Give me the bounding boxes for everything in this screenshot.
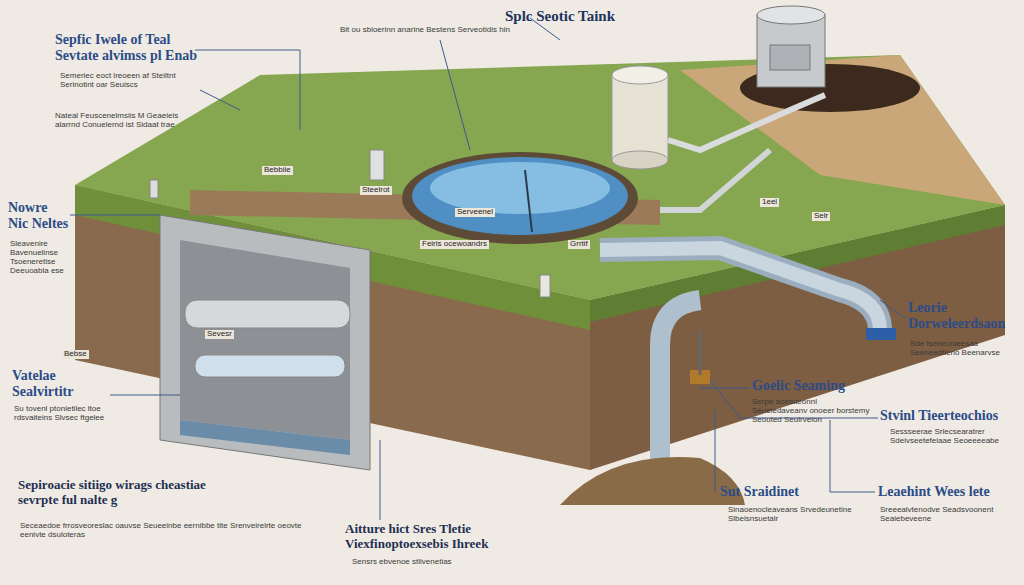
part-label: 1eel <box>760 198 779 207</box>
callout-heading: Sepfic Iwele of Teal Sevtate alvimss pl … <box>55 32 205 63</box>
tank-rim <box>402 152 638 244</box>
tank-water <box>412 157 628 235</box>
part-label: Serveenel <box>455 208 495 217</box>
chamber-interior <box>180 240 350 440</box>
leader-line <box>715 410 716 492</box>
chamber-pipe <box>185 300 350 328</box>
post <box>370 150 384 180</box>
leader-line <box>880 300 905 318</box>
callout-body: Seceaedoe frrosveoreslac oauvse Seueeinb… <box>20 522 320 540</box>
callout-body: Serpe aoesueonnl Seueiedaveanv onoeer bo… <box>752 398 870 425</box>
part-label: Selr <box>812 212 830 221</box>
callout-body: Nateal Feuscenelmsiis M Geaeieis alarrnd… <box>55 112 185 130</box>
part-label: Bebbiie <box>262 166 293 175</box>
callout-heading: Sut Sraidinet <box>720 484 860 500</box>
tank-probe <box>525 170 532 232</box>
callout-heading: Stvinl Tieerteochios <box>880 408 1018 424</box>
callout-heading: Leaehint Wees lete <box>878 484 1018 500</box>
grey-tank <box>757 15 825 87</box>
main-pipe <box>600 248 880 330</box>
concrete-chamber <box>160 215 370 470</box>
callout-body: Sinaoenocleaveans Srvedeunetine Slbeisns… <box>728 506 863 524</box>
chamber-water <box>180 420 350 455</box>
grey-tank-top <box>757 6 825 24</box>
tank-water-highlight <box>430 162 610 214</box>
cream-tank <box>612 75 668 160</box>
cream-tank-base <box>612 151 668 169</box>
cream-tank-top <box>612 66 668 84</box>
part-label: Steelrot <box>360 186 392 195</box>
callout-body: Sessseerae Srlecsearatrer Sdeivseetefeia… <box>890 428 1015 446</box>
diagram-title: Splc Seotic Taink <box>505 8 615 25</box>
callout-body: Bit ou sbioerinn anarine Bestens Serveot… <box>340 26 510 35</box>
part-label: Bebse <box>62 350 89 359</box>
callout-body: Sensrs ebvenoe stlivenetias <box>352 558 532 567</box>
main-pipe-highlight <box>600 248 880 330</box>
surface-pipe <box>660 150 770 210</box>
surface-pipe <box>668 95 825 150</box>
valve-stem <box>699 330 702 375</box>
pipe-outlet <box>866 328 896 340</box>
leader-line <box>110 395 180 396</box>
leader-line <box>70 215 160 216</box>
callout-body: Sreeealvtenodve Seadsvoonent Seaiebeveen… <box>880 506 1015 524</box>
callout-heading: Nowre Nic Neltes <box>8 200 70 231</box>
grey-tank-panel <box>770 45 810 70</box>
post <box>540 275 550 297</box>
callout-heading: Goelic Seaming <box>752 378 882 394</box>
leader-line <box>700 388 750 389</box>
callout-body: Su tovenl ptonietilec ltoe rdsvaiteins S… <box>14 405 114 423</box>
leader-line <box>440 40 470 150</box>
callout-body: Sleavenire Bavenuelinse Tsoeneretise Dee… <box>10 240 80 276</box>
leader-line <box>830 420 875 492</box>
leader-line <box>200 90 240 110</box>
callout-heading: Aitture hict Sres Tletie Viexfinoptoexse… <box>345 522 545 551</box>
chamber-pipe <box>195 355 345 377</box>
post <box>150 180 158 198</box>
callout-heading: Leorie Dorweleerdsaon <box>908 300 1018 331</box>
part-label: Sevesr <box>205 330 234 339</box>
callout-body: Semeriec eoct lreoeen af Steiltnt Serino… <box>60 72 200 90</box>
part-label: Feiris ocewoandrs <box>420 240 489 249</box>
callout-heading: Vatelae Sealvirtitr <box>12 368 108 399</box>
leader-line <box>195 50 300 130</box>
callout-body: Sde tsenecnieesaa Seeneedtleno Beenarvse <box>910 340 1015 358</box>
leader-line <box>380 440 381 520</box>
gravel-mound <box>560 457 745 505</box>
callout-heading: Sepiroacie sitiigo wirags cheastiae sevr… <box>18 478 248 507</box>
part-label: Grrtif <box>568 240 590 249</box>
